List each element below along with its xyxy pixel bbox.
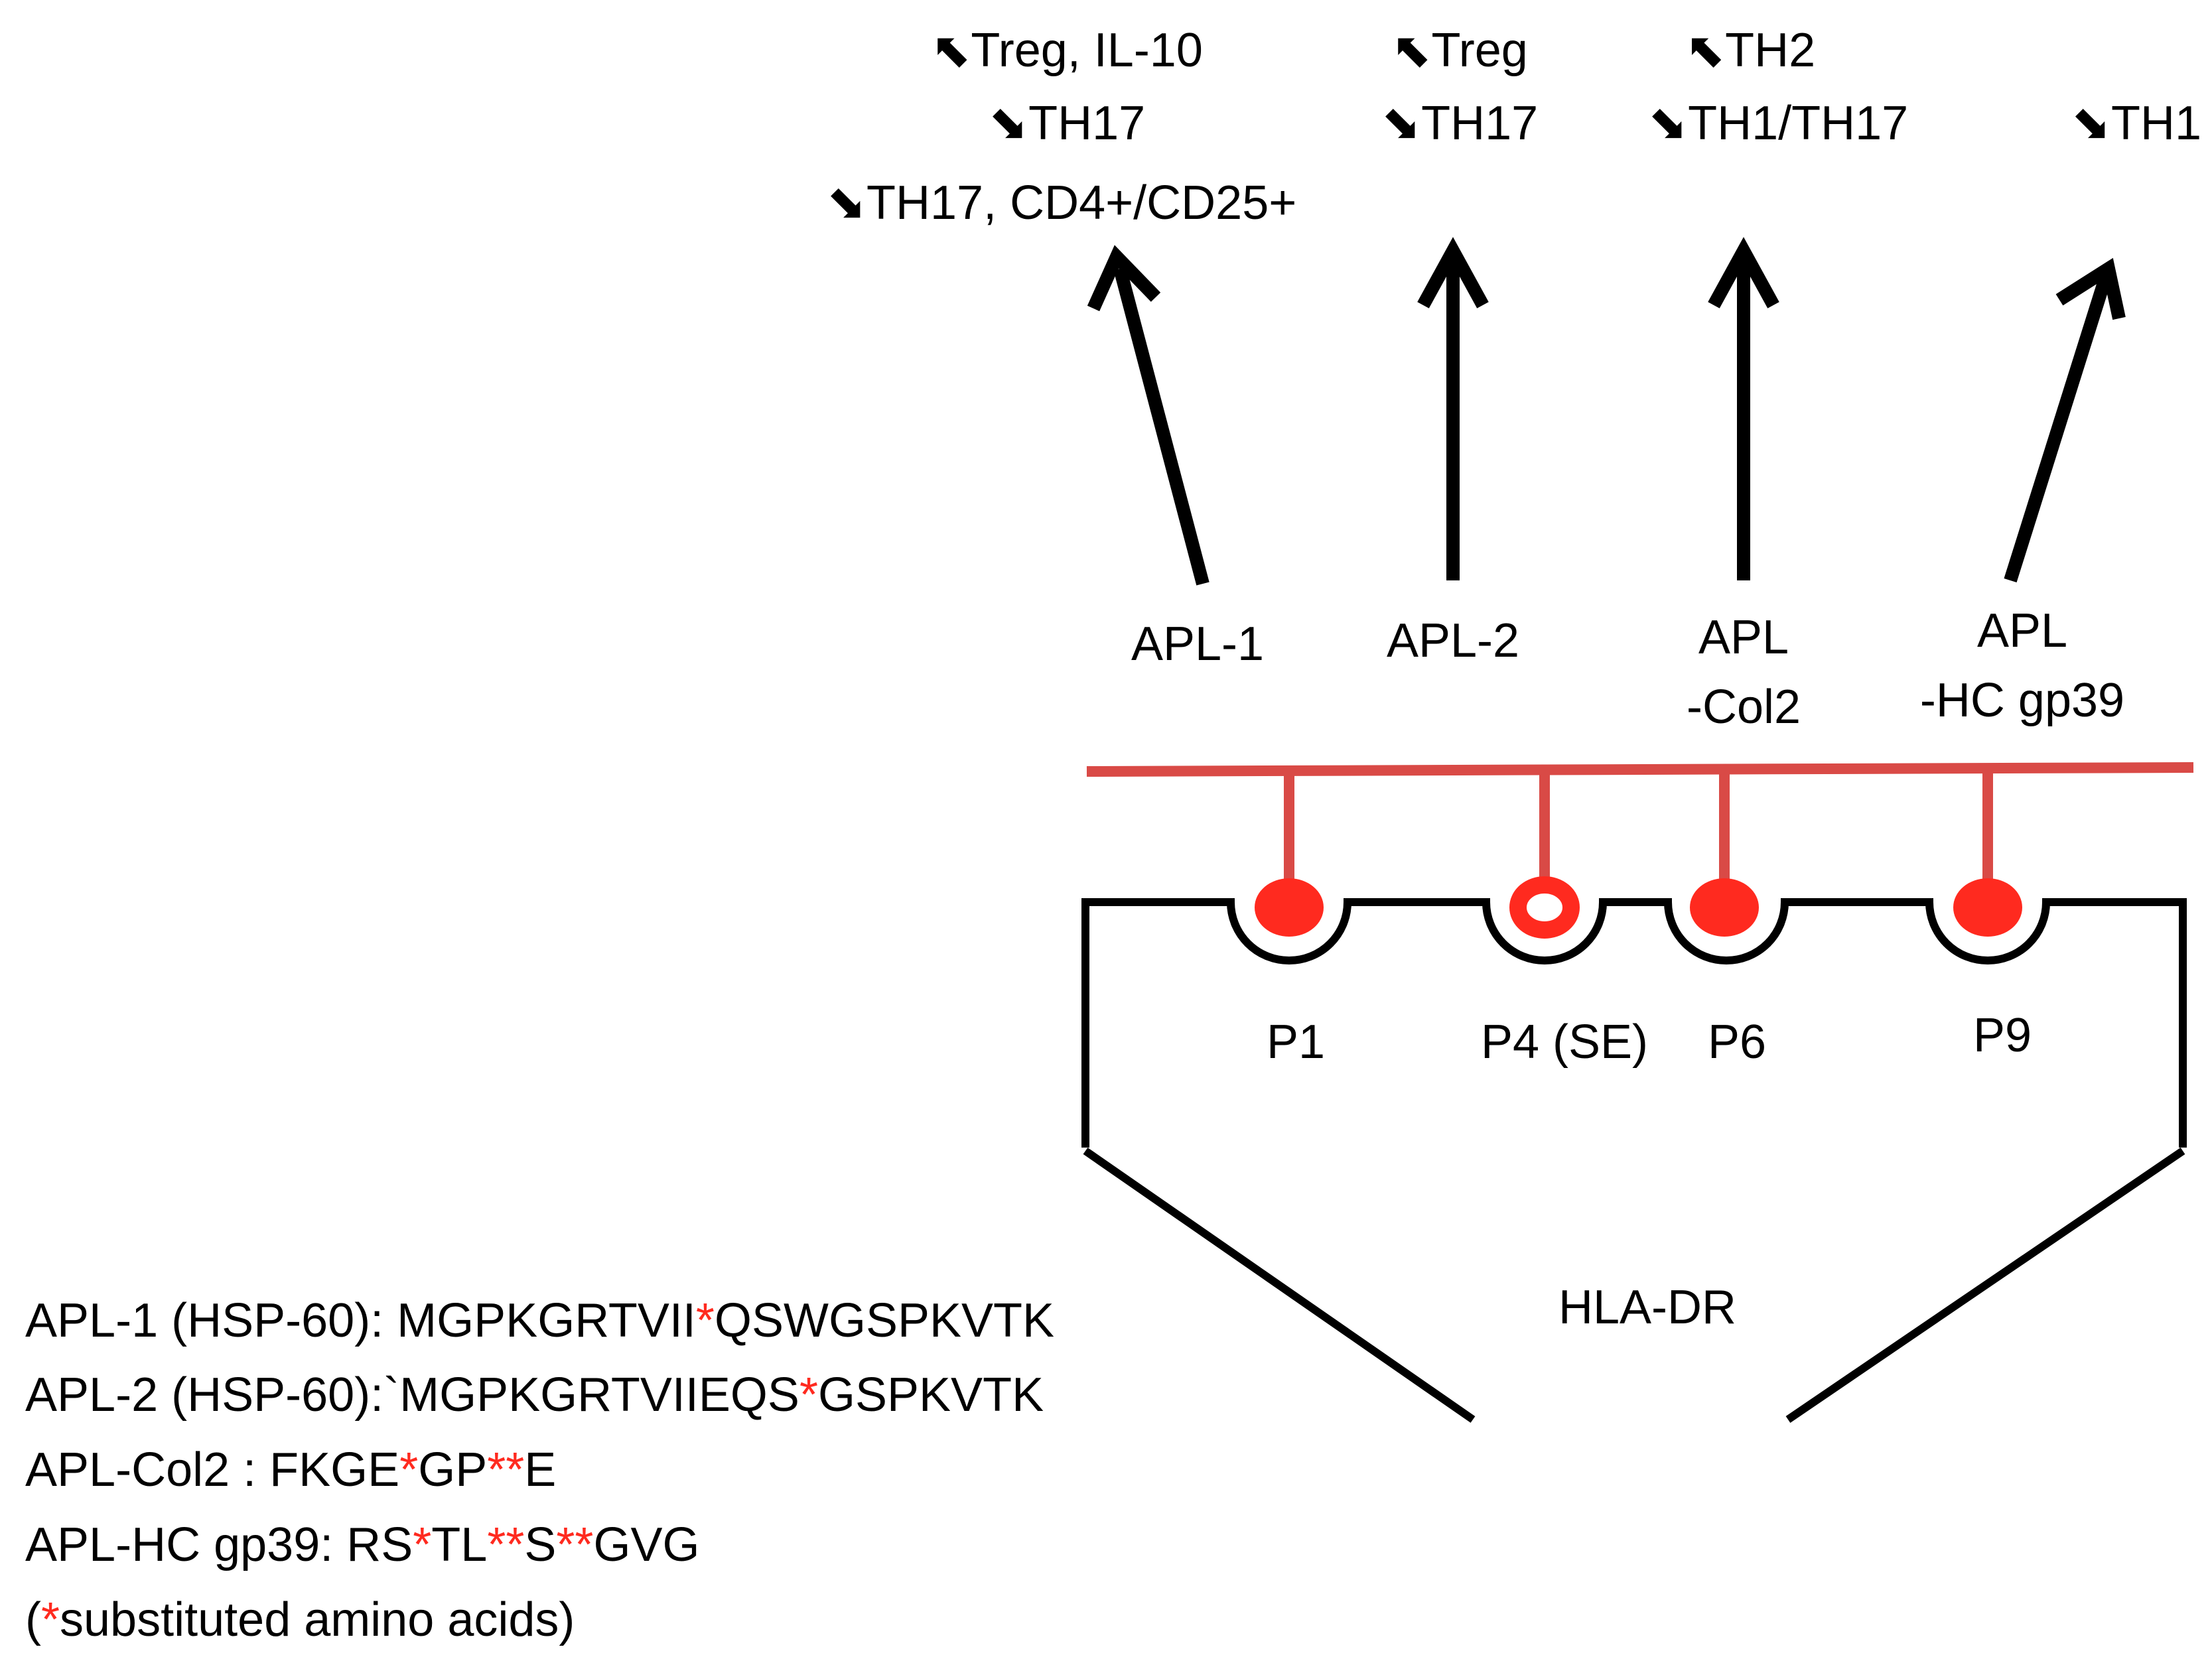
peptide-label-apl-1: APL-1 — [1131, 618, 1264, 671]
sequence-line-apl-hc-gp39: APL-HC gp39: RS*TL**S**GVG — [25, 1518, 699, 1571]
sequence-part: TL — [431, 1518, 487, 1571]
effect-text: TH17, CD4+/CD25+ — [866, 176, 1296, 230]
effect-group-apl-hc-gp39: ⬊TH1 — [2071, 97, 2201, 150]
sequence-part: GP — [418, 1443, 487, 1496]
substitution-marker: * — [399, 1443, 418, 1496]
effect-text: TH17 — [1028, 97, 1145, 150]
sequence-part: substituted amino acids) — [60, 1593, 575, 1646]
effect-arrow-apl-2 — [1417, 237, 1489, 580]
substitution-marker: ** — [556, 1518, 593, 1571]
sequence-part: ( — [25, 1593, 41, 1646]
pocket-label-p1: P1 — [1267, 1016, 1325, 1069]
effect-arrow-apl-1 — [1087, 245, 1210, 586]
arrow-down-glyph: ⬊ — [989, 97, 1028, 150]
peptide-label-apl-2: APL-2 — [1387, 614, 1519, 667]
effect-group-apl-col2: ⬉TH2 ⬊TH1/TH17 — [1648, 24, 1908, 150]
effect-arrow-apl-col2 — [1708, 237, 1779, 580]
effect-text: Treg, IL-10 — [971, 24, 1203, 77]
peptide-label-apl-col2-line1: APL — [1698, 611, 1789, 664]
sequence-list: APL-1 (HSP-60): MGPKGRTVII*QSWGSPKVTK AP… — [25, 1294, 1054, 1646]
arrow-down-glyph: ⬊ — [2071, 97, 2111, 150]
sequence-part: QSWGSPKVTK — [715, 1294, 1054, 1347]
effect-line: ⬊TH1 — [2071, 97, 2201, 150]
hla-dr-right-chain — [1785, 1148, 2185, 1423]
substitution-marker: * — [413, 1518, 431, 1571]
effect-line: ⬊TH17 — [989, 97, 1145, 150]
effect-line: ⬉Treg — [1391, 24, 1528, 77]
pocket-labels: P1 P4 (SE) P6 P9 — [1267, 1009, 2032, 1069]
peptide-label-apl-hc-gp39-line2: -HC gp39 — [1920, 674, 2124, 727]
substitution-marker: ** — [487, 1518, 524, 1571]
sequence-part: E — [524, 1443, 556, 1496]
sequence-line-apl-2: APL-2 (HSP-60):`MGPKGRTVIIEQS*GSPKVTK — [25, 1368, 1044, 1422]
sequence-line-apl-1: APL-1 (HSP-60): MGPKGRTVII*QSWGSPKVTK — [25, 1294, 1054, 1347]
effect-line: ⬉Treg, IL-10 — [931, 24, 1203, 77]
arrow-down-glyph: ⬊ — [827, 176, 866, 230]
peptide-chain — [1086, 762, 2194, 892]
arrow-down-glyph: ⬊ — [1648, 97, 1688, 150]
substitution-marker: ** — [487, 1443, 524, 1496]
arrow-up-glyph: ⬉ — [1391, 24, 1431, 77]
substitution-marker: * — [799, 1368, 818, 1422]
pocket-label-p4: P4 (SE) — [1481, 1016, 1648, 1069]
arrow-down-glyph: ⬊ — [1381, 97, 1421, 150]
substitution-marker: * — [696, 1294, 715, 1347]
effect-group-apl-1: ⬉Treg, IL-10 ⬊TH17 ⬊TH17, CD4+/CD25+ — [827, 24, 1297, 230]
peptide-label-apl-hc-gp39-line1: APL — [1977, 604, 2067, 657]
sequence-part: APL-2 (HSP-60):`MGPKGRTVIIEQS — [25, 1368, 799, 1422]
effect-line: ⬊TH1/TH17 — [1648, 97, 1908, 150]
sequence-footnote: (*substituted amino acids) — [25, 1593, 575, 1646]
anchor-residues — [1255, 876, 2022, 939]
effect-arrows — [1087, 237, 2126, 586]
anchor-p9 — [1953, 878, 2022, 937]
sequence-part: GSPKVTK — [818, 1368, 1044, 1422]
sequence-part: APL-1 (HSP-60): MGPKGRTVII — [25, 1294, 696, 1347]
pocket-label-p9: P9 — [1973, 1009, 2032, 1062]
effect-text: TH1/TH17 — [1688, 97, 1908, 150]
effect-text: Treg — [1431, 24, 1527, 77]
effect-text: TH17 — [1421, 97, 1538, 150]
anchor-p1 — [1255, 878, 1324, 937]
hla-dr-left-chain — [1083, 1148, 1476, 1423]
sequence-part: APL-HC gp39: RS — [25, 1518, 413, 1571]
sequence-part: S — [524, 1518, 556, 1571]
arrow-up-glyph: ⬉ — [931, 24, 971, 77]
sequence-line-apl-col2: APL-Col2 : FKGE*GP**E — [25, 1443, 556, 1496]
sequence-part: APL-Col2 : FKGE — [25, 1443, 399, 1496]
effect-line: ⬉TH2 — [1685, 24, 1815, 77]
substitution-marker: * — [41, 1593, 60, 1646]
hla-dr-groove — [1081, 898, 2187, 1148]
effect-arrow-apl-hc-gp39 — [2004, 257, 2126, 582]
sequence-part: GVG — [593, 1518, 699, 1571]
effect-text: TH2 — [1725, 24, 1815, 77]
arrow-up-glyph: ⬉ — [1685, 24, 1725, 77]
effect-text: TH1 — [2111, 97, 2201, 150]
molecule-label: HLA-DR — [1558, 1281, 1736, 1334]
peptide-backbone — [1086, 762, 2194, 777]
peptide-label-apl-col2-line2: -Col2 — [1687, 681, 1801, 734]
effect-line: ⬊TH17, CD4+/CD25+ — [827, 176, 1297, 230]
anchor-p4-ring — [1509, 876, 1580, 939]
anchor-p6 — [1690, 878, 1759, 937]
peptide-labels: APL-1 APL-2 APL -Col2 APL -HC gp39 — [1131, 604, 2124, 734]
effect-line: ⬊TH17 — [1381, 97, 1538, 150]
effect-group-apl-2: ⬉Treg ⬊TH17 — [1381, 24, 1538, 150]
pocket-label-p6: P6 — [1708, 1016, 1766, 1069]
